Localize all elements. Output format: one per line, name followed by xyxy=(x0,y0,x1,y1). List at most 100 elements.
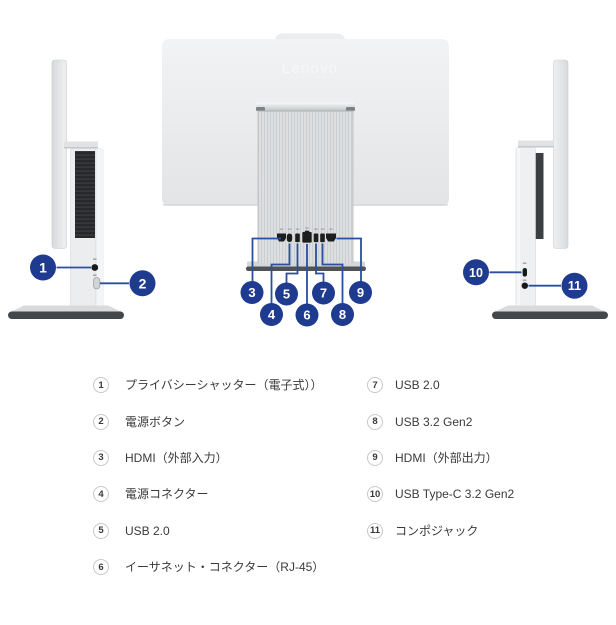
legend-number-6: 6 xyxy=(93,559,109,576)
legend-number-3: 3 xyxy=(93,449,109,466)
legend-label-3: HDMI（外部入力） xyxy=(125,450,228,465)
lenovo-logo: Lenovo xyxy=(282,60,338,77)
legend-item-8: 8 USB 3.2 Gen2 xyxy=(367,403,514,439)
left-screen-edge xyxy=(51,59,67,249)
right-arm-edge xyxy=(518,146,554,148)
callout-7-circle xyxy=(312,281,335,305)
legend-number-11: 11 xyxy=(367,522,383,539)
callout-lines-center xyxy=(251,237,362,304)
callout-11: 11 xyxy=(568,279,581,293)
callout-1-circle xyxy=(30,254,56,281)
legend-label-1: プライバシーシャッター（電子式）） xyxy=(125,378,323,393)
combo-jack-port xyxy=(521,282,528,289)
ethernet-clip xyxy=(304,230,310,233)
left-vent-grille xyxy=(75,151,95,238)
legend-number-8: 8 xyxy=(367,413,383,430)
spine-left-edge xyxy=(257,106,259,263)
legend-number-2: 2 xyxy=(93,413,109,430)
callout-7: 7 xyxy=(320,286,327,301)
callout-1: 1 xyxy=(39,260,47,276)
legend-number-7: 7 xyxy=(367,377,383,394)
legend-label-11: コンポジャック xyxy=(395,523,479,538)
legend-item-1: 1 プライバシーシャッター（電子式）） xyxy=(93,367,324,403)
callout-5: 5 xyxy=(283,287,290,302)
callout-10: 10 xyxy=(469,266,483,280)
right-spine-front-edge xyxy=(516,148,520,309)
left-side-view: 1 2 xyxy=(8,59,156,319)
callout-10-circle xyxy=(463,259,489,286)
ethernet-rj45-port xyxy=(302,232,312,243)
hdmi-in-port xyxy=(277,233,286,242)
legend-item-4: 4 電源コネクター xyxy=(93,476,324,512)
left-spine-front-edge xyxy=(95,148,103,309)
callout-3-circle xyxy=(240,281,264,304)
legend-label-10: USB Type-C 3.2 Gen2 xyxy=(395,487,515,502)
callout-4-circle xyxy=(260,303,283,326)
hinge-end-right xyxy=(346,107,355,111)
legend-item-6: 6 イーサネット・コネクター（RJ-45） xyxy=(93,549,324,585)
power-button xyxy=(93,277,101,290)
callout-4: 4 xyxy=(268,307,276,322)
callout-3: 3 xyxy=(248,285,255,300)
legend-label-2: 電源ボタン xyxy=(125,414,186,429)
legend-number-1: 1 xyxy=(93,377,109,394)
usb32-gen2-port xyxy=(320,233,325,243)
legend-item-9: 9 HDMI（外部出力） xyxy=(367,440,514,476)
legend-number-9: 9 xyxy=(367,449,383,466)
legend-item-11: 11 コンポジャック xyxy=(367,513,514,549)
spine-hinge-cap xyxy=(256,102,355,111)
privacy-shutter-icon xyxy=(93,258,97,260)
callout-5-circle xyxy=(275,282,298,306)
right-arm xyxy=(518,140,554,148)
callout-badges-center: 3 4 5 6 7 8 9 xyxy=(240,281,372,327)
callout-lines-right xyxy=(489,271,561,287)
callout-11-circle xyxy=(561,272,588,299)
legend-label-8: USB 3.2 Gen2 xyxy=(395,414,473,429)
privacy-shutter-switch xyxy=(91,264,99,271)
callout-8: 8 xyxy=(339,307,346,322)
right-side-view: 10 11 xyxy=(463,59,608,319)
callout-6-circle xyxy=(295,303,319,327)
left-base xyxy=(8,311,124,319)
legend-label-6: イーサネット・コネクター（RJ-45） xyxy=(125,560,325,575)
legend-item-2: 2 電源ボタン xyxy=(93,403,324,439)
callout-2-circle xyxy=(129,270,156,297)
legend-column-left: 1 プライバシーシャッター（電子式）） 2 電源ボタン 3 HDMI（外部入力）… xyxy=(93,367,324,585)
headset-icon xyxy=(522,279,527,281)
legend-item-5: 5 USB 2.0 xyxy=(93,513,324,549)
right-base-top xyxy=(493,305,607,313)
power-icon xyxy=(93,274,97,276)
legend-column-right: 7 USB 2.0 8 USB 3.2 Gen2 9 HDMI（外部出力） 10… xyxy=(367,367,514,549)
left-base-top xyxy=(9,305,123,313)
legend-item-7: 7 USB 2.0 xyxy=(367,367,514,403)
usb2-port-b xyxy=(313,233,319,243)
callout-6: 6 xyxy=(303,308,310,323)
legend-item-3: 3 HDMI（外部入力） xyxy=(93,440,324,476)
legend-number-10: 10 xyxy=(367,486,383,503)
usbc-icon xyxy=(522,262,527,264)
callout-2: 2 xyxy=(139,275,147,291)
callout-9: 9 xyxy=(357,285,364,300)
legend-item-10: 10 USB Type-C 3.2 Gen2 xyxy=(367,476,514,512)
hdmi-out-port xyxy=(325,233,336,242)
spine-right-edge xyxy=(352,106,354,263)
legend-number-5: 5 xyxy=(93,522,109,539)
callout-8-circle xyxy=(331,303,354,326)
usb2-port-a xyxy=(295,233,300,243)
callout-9-circle xyxy=(349,281,372,304)
callout-lines-left xyxy=(56,266,129,285)
legend-label-4: 電源コネクター xyxy=(125,487,209,502)
right-base xyxy=(492,311,608,319)
back-view: Lenovo xyxy=(162,33,449,327)
center-stand-foot xyxy=(246,266,366,271)
hinge-end-left xyxy=(256,107,265,111)
legend-label-5: USB 2.0 xyxy=(125,523,170,538)
port-label-marks xyxy=(279,227,333,230)
legend-number-4: 4 xyxy=(93,486,109,503)
hinge-shadow-line xyxy=(257,110,354,112)
usb-typec-port xyxy=(522,268,527,277)
left-arm-edge xyxy=(64,147,98,149)
right-screen-edge xyxy=(553,59,569,249)
left-spine-edge-line xyxy=(95,148,97,309)
